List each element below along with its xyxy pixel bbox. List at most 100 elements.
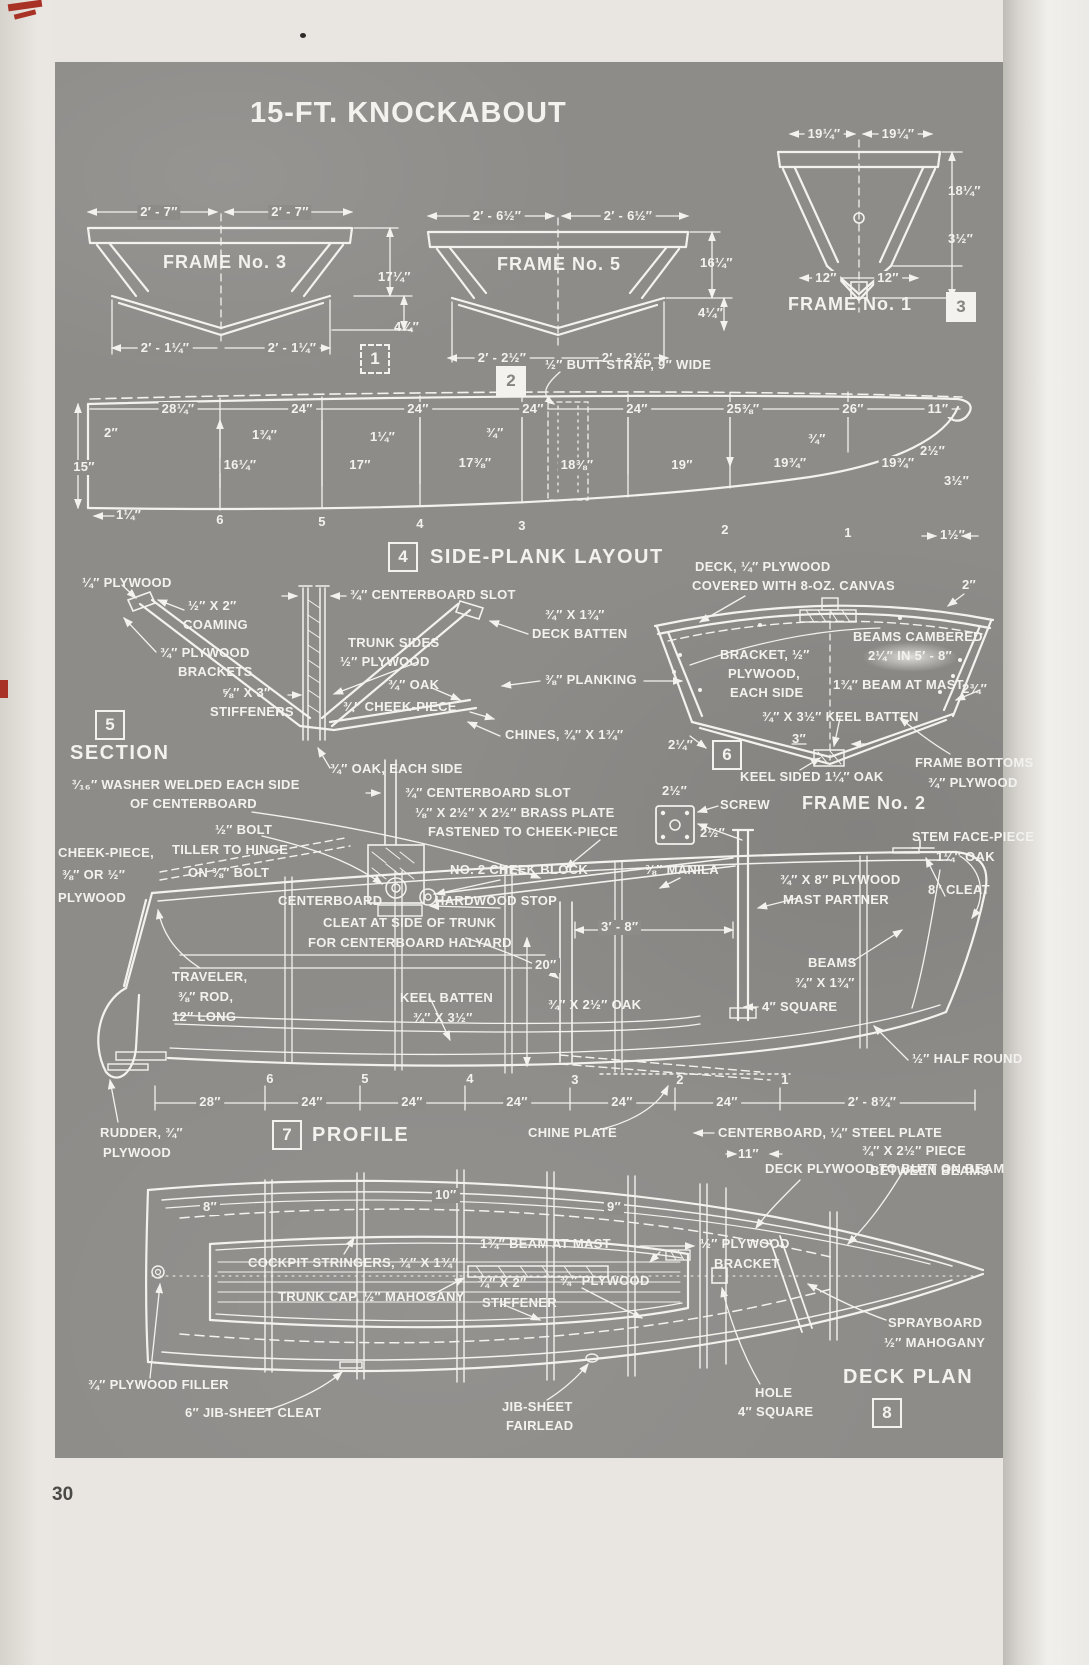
- station-number: 5: [361, 1071, 369, 1086]
- frame5-name: FRAME No. 5: [497, 254, 622, 274]
- plank-width: 17″: [346, 457, 374, 473]
- profile-dim: 24″: [298, 1094, 326, 1110]
- fairlead-note: JIB-SHEET: [502, 1399, 573, 1414]
- tiller-note: ON ⅜″ BOLT: [188, 865, 270, 880]
- plywood-bracket-note: ½″ PLYWOOD: [700, 1236, 790, 1251]
- frame3-badge: 1: [360, 344, 390, 374]
- sideplank-offset: 1¼″: [370, 429, 396, 444]
- frame1-dim-top-left: 19¼″: [804, 126, 844, 142]
- frame5-dim-top-left: 2′ - 6½″: [469, 208, 525, 224]
- sideplank-dim: 24″: [519, 401, 547, 417]
- profile-dim: 24″: [503, 1094, 531, 1110]
- section-cheek: ¾″ CHEEK-PIECE: [343, 699, 457, 714]
- frame5-drawing: [426, 212, 733, 362]
- cheek-block-label: NO. 2 CHEEK BLOCK: [450, 862, 589, 877]
- deck-beam-at-mast: 1¾″ BEAM AT MAST: [480, 1236, 611, 1251]
- brass-plate-detail: [655, 805, 719, 845]
- plank-width: 15″: [70, 459, 98, 475]
- station-number: 3: [571, 1072, 579, 1087]
- frame2-bracket: EACH SIDE: [730, 685, 804, 700]
- profile-drawing: [97, 759, 988, 1123]
- brass-plate-note: FASTENED TO CHEEK-PIECE: [428, 824, 619, 839]
- bolt-note: ½″ BOLT: [215, 822, 273, 837]
- deck-plywood-note: ¾″ PLYWOOD: [560, 1273, 650, 1288]
- washer-note: OF CENTERBOARD: [130, 796, 257, 811]
- screw-label: SCREW: [720, 797, 770, 812]
- section-deck-batten: DECK BATTEN: [532, 626, 628, 641]
- station-number: 4: [466, 1071, 474, 1086]
- section-stiffeners: ⅝″ X 3″: [222, 685, 271, 700]
- centerboard-plate-label: CENTERBOARD, ¼″ STEEL PLATE: [718, 1125, 943, 1140]
- frame2-dim-234: 2¾″: [962, 681, 988, 696]
- section-title: SECTION: [70, 742, 170, 764]
- frame3-name: FRAME No. 3: [163, 252, 288, 272]
- rudder-note: PLYWOOD: [103, 1145, 172, 1160]
- frame2-beam-at-mast: 1¾″ BEAM AT MAST: [833, 677, 964, 692]
- frame2-badge: 6: [712, 740, 742, 770]
- station-number: 2: [721, 522, 729, 537]
- profile-dim: 28″: [196, 1094, 224, 1110]
- page-title: 15-FT. KNOCKABOUT: [250, 97, 567, 129]
- section-stiffeners: STIFFENERS: [210, 704, 294, 719]
- frame2-beams-cambered: 2¼″ IN 5′ - 8″: [868, 648, 953, 663]
- piece-between-beams: ¾″ X 2½″ PIECE: [862, 1143, 967, 1158]
- frame3-dim-bot-right: 2′ - 1¼″: [264, 340, 320, 356]
- traveler-note: TRAVELER,: [172, 969, 248, 984]
- frame5-badge: 2: [496, 366, 526, 396]
- half-round-note: ½″ HALF ROUND: [912, 1051, 1023, 1066]
- scan-smudge: [862, 642, 958, 672]
- frame1-name: FRAME No. 1: [788, 294, 913, 314]
- frame3-dim-bot-left: 2′ - 1¼″: [137, 340, 193, 356]
- screw-dim: 2½″: [662, 783, 688, 798]
- sideplank-dim: 11″: [924, 401, 952, 417]
- stem-note: STEM FACE-PIECE: [912, 829, 1035, 844]
- section-cb-slot: ¾″ CENTERBOARD SLOT: [350, 587, 516, 602]
- plywood-bracket-note: BRACKET: [714, 1256, 780, 1271]
- sideplank-badge: 4: [388, 542, 418, 572]
- frame5-dim-bot-left: 2′ - 2½″: [474, 350, 530, 366]
- frame2-bracket: BRACKET, ½″: [720, 647, 810, 662]
- bow-cleat-label: 8″ CLEAT: [928, 882, 990, 897]
- washer-note: ³⁄₁₆″ WASHER WELDED EACH SIDE: [72, 777, 300, 792]
- oak-212-note: ¾″ X 2½″ OAK: [548, 997, 642, 1012]
- dim-3ft8: 3′ - 8″: [598, 919, 642, 935]
- piece-between-beams: BETWEEN BEAMS: [870, 1163, 990, 1178]
- red-ink-mark: [0, 680, 8, 698]
- station-number: 6: [216, 512, 224, 527]
- cheekpiece-note: PLYWOOD: [58, 890, 127, 905]
- plank-width: 17⅜″: [455, 455, 495, 471]
- blueprint-plate: [55, 62, 1003, 1458]
- paper-edge: [1003, 0, 1089, 1665]
- halyard-cleat-note: CLEAT AT SIDE OF TRUNK: [323, 915, 497, 930]
- deck-butt-note: DECK PLYWOOD TO BUTT ON BEAM: [765, 1161, 1005, 1176]
- beams-note: ¾″ X 1¾″: [795, 975, 855, 990]
- butt-strap-label: ½″ BUTT STRAP, 9″ WIDE: [545, 357, 712, 372]
- section-trunk: ½″ PLYWOOD: [340, 654, 430, 669]
- section-drawing: [121, 584, 684, 769]
- frame1-dim-top-right: 19¼″: [878, 126, 918, 142]
- profile-dim: 24″: [713, 1094, 741, 1110]
- profile-dim: 24″: [398, 1094, 426, 1110]
- sideplank-offset: 2½″: [920, 443, 946, 458]
- frame2-name: FRAME No. 2: [802, 793, 927, 813]
- frame2-keel: KEEL SIDED 1¼″ OAK: [740, 769, 884, 784]
- section-trunk: TRUNK SIDES: [348, 635, 440, 650]
- section-coaming: COAMING: [183, 617, 248, 632]
- stem-note: 1¼″ OAK: [936, 849, 995, 864]
- manila-label: ⅜″ MANILA: [645, 862, 719, 877]
- page-number: 30: [52, 1484, 74, 1505]
- frame5-dim-bot-right: 2′ - 2½″: [598, 350, 654, 366]
- frame2-deck: DECK, ¼″ PLYWOOD: [695, 559, 831, 574]
- dim-8: 8″: [200, 1199, 221, 1215]
- section-oak-each-side: ¾″ OAK, EACH SIDE: [330, 761, 463, 776]
- fairlead-note: FAIRLEAD: [506, 1418, 574, 1433]
- mast-partner-note: MAST PARTNER: [783, 892, 889, 907]
- frame5-dim-top-right: 2′ - 6½″: [600, 208, 656, 224]
- cheekpiece-note: ⅜″ OR ½″: [62, 867, 126, 882]
- rudder-note: RUDDER, ¾″: [100, 1125, 183, 1140]
- frame1-dim-deadrise: 3½″: [948, 231, 974, 246]
- dim-11: 11″: [738, 1146, 759, 1161]
- section-chines: CHINES, ¾″ X 1¾″: [505, 727, 624, 742]
